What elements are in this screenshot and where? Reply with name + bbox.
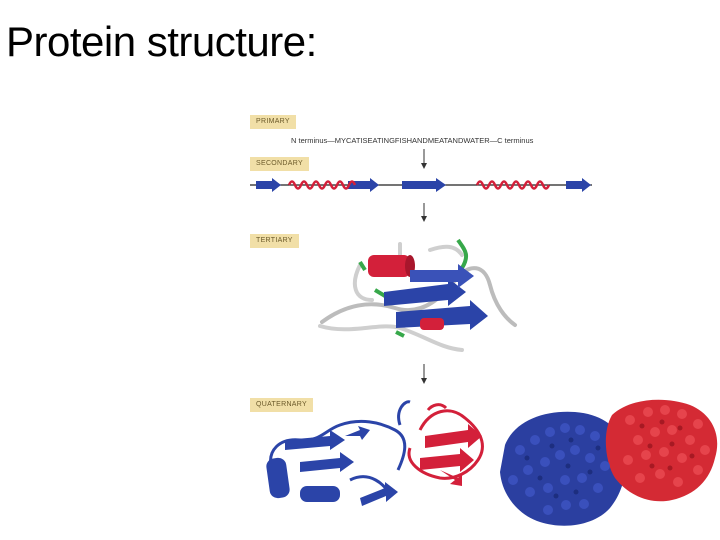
tertiary-sheet-1	[384, 278, 466, 306]
secondary-label: SECONDARY	[250, 157, 309, 171]
beta-strand-3	[402, 178, 446, 192]
tertiary-sheet-3	[410, 264, 474, 288]
slide-title: Protein structure:	[6, 18, 317, 65]
alpha-helix-1	[287, 180, 357, 190]
quaternary-ribbon-blue	[266, 400, 411, 506]
primary-label: PRIMARY	[250, 115, 296, 129]
space-filling-model	[500, 399, 718, 526]
tertiary-helix-top	[368, 255, 410, 277]
tertiary-label: TERTIARY	[250, 234, 299, 248]
quaternary-label: QUATERNARY	[250, 398, 313, 412]
secondary-structure-track	[250, 178, 592, 192]
beta-strand-4	[566, 178, 591, 192]
quaternary-ribbon-red	[407, 403, 484, 486]
tertiary-fold	[318, 238, 517, 352]
beta-strand-2	[348, 178, 379, 192]
beta-strand-1	[256, 178, 281, 192]
alpha-helix-2	[475, 180, 551, 190]
tertiary-sheet-2	[396, 300, 488, 330]
amino-acid-sequence: N terminus—MYCATISEATINGFISHANDMEATANDWA…	[291, 136, 534, 145]
